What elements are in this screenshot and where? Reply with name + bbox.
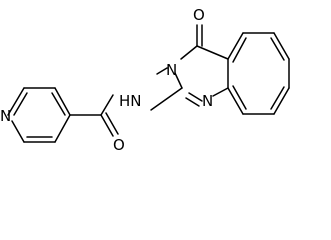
bond-n3-c4 <box>180 45 198 60</box>
bond-benz-1 <box>227 32 244 60</box>
atom-pyridine-n: N <box>0 107 11 125</box>
bond-benz-7-inner <box>232 85 247 110</box>
bond-carbonyl-o-double <box>105 112 119 135</box>
bond-benz-5 <box>273 87 290 115</box>
bond-c2-n3 <box>174 72 183 89</box>
atom-ring-n1: N <box>202 92 213 110</box>
bond-c2-methyl <box>150 87 183 111</box>
bond-benz-7 <box>227 87 244 115</box>
bond-benz-3-inner <box>270 37 285 61</box>
atom-ring-n3: N <box>166 61 177 79</box>
bond-benz-3 <box>273 32 290 60</box>
bond-pyr-1-inner <box>13 92 28 116</box>
bonds <box>7 24 290 143</box>
bond-pyr-3 <box>54 87 71 116</box>
bond-amide-n-ring <box>156 67 168 75</box>
bond-benz-5-inner <box>270 86 285 110</box>
bond-pyr-1 <box>7 87 25 116</box>
bond-c8a-n1 <box>212 87 229 97</box>
bond-pyr-3-inner <box>51 92 66 116</box>
atom-amide-o: O <box>113 136 125 154</box>
bond-benz-1-inner <box>232 37 247 63</box>
bond-c4-c4a <box>196 45 229 60</box>
bond-carbonyl-n <box>100 94 114 116</box>
bond-n1-c2-double <box>185 97 200 107</box>
bond-pyr-6 <box>11 120 25 143</box>
bond-n1-c2 <box>188 92 203 102</box>
molecule-diagram: N HN O N N O <box>0 6 290 154</box>
atom-keto-o: O <box>193 6 205 24</box>
atom-labels: N HN O N N O <box>0 6 213 154</box>
atom-amide-nh: HN <box>119 92 142 110</box>
bond-carbonyl-o <box>100 114 114 137</box>
bond-pyr-4 <box>54 114 71 143</box>
